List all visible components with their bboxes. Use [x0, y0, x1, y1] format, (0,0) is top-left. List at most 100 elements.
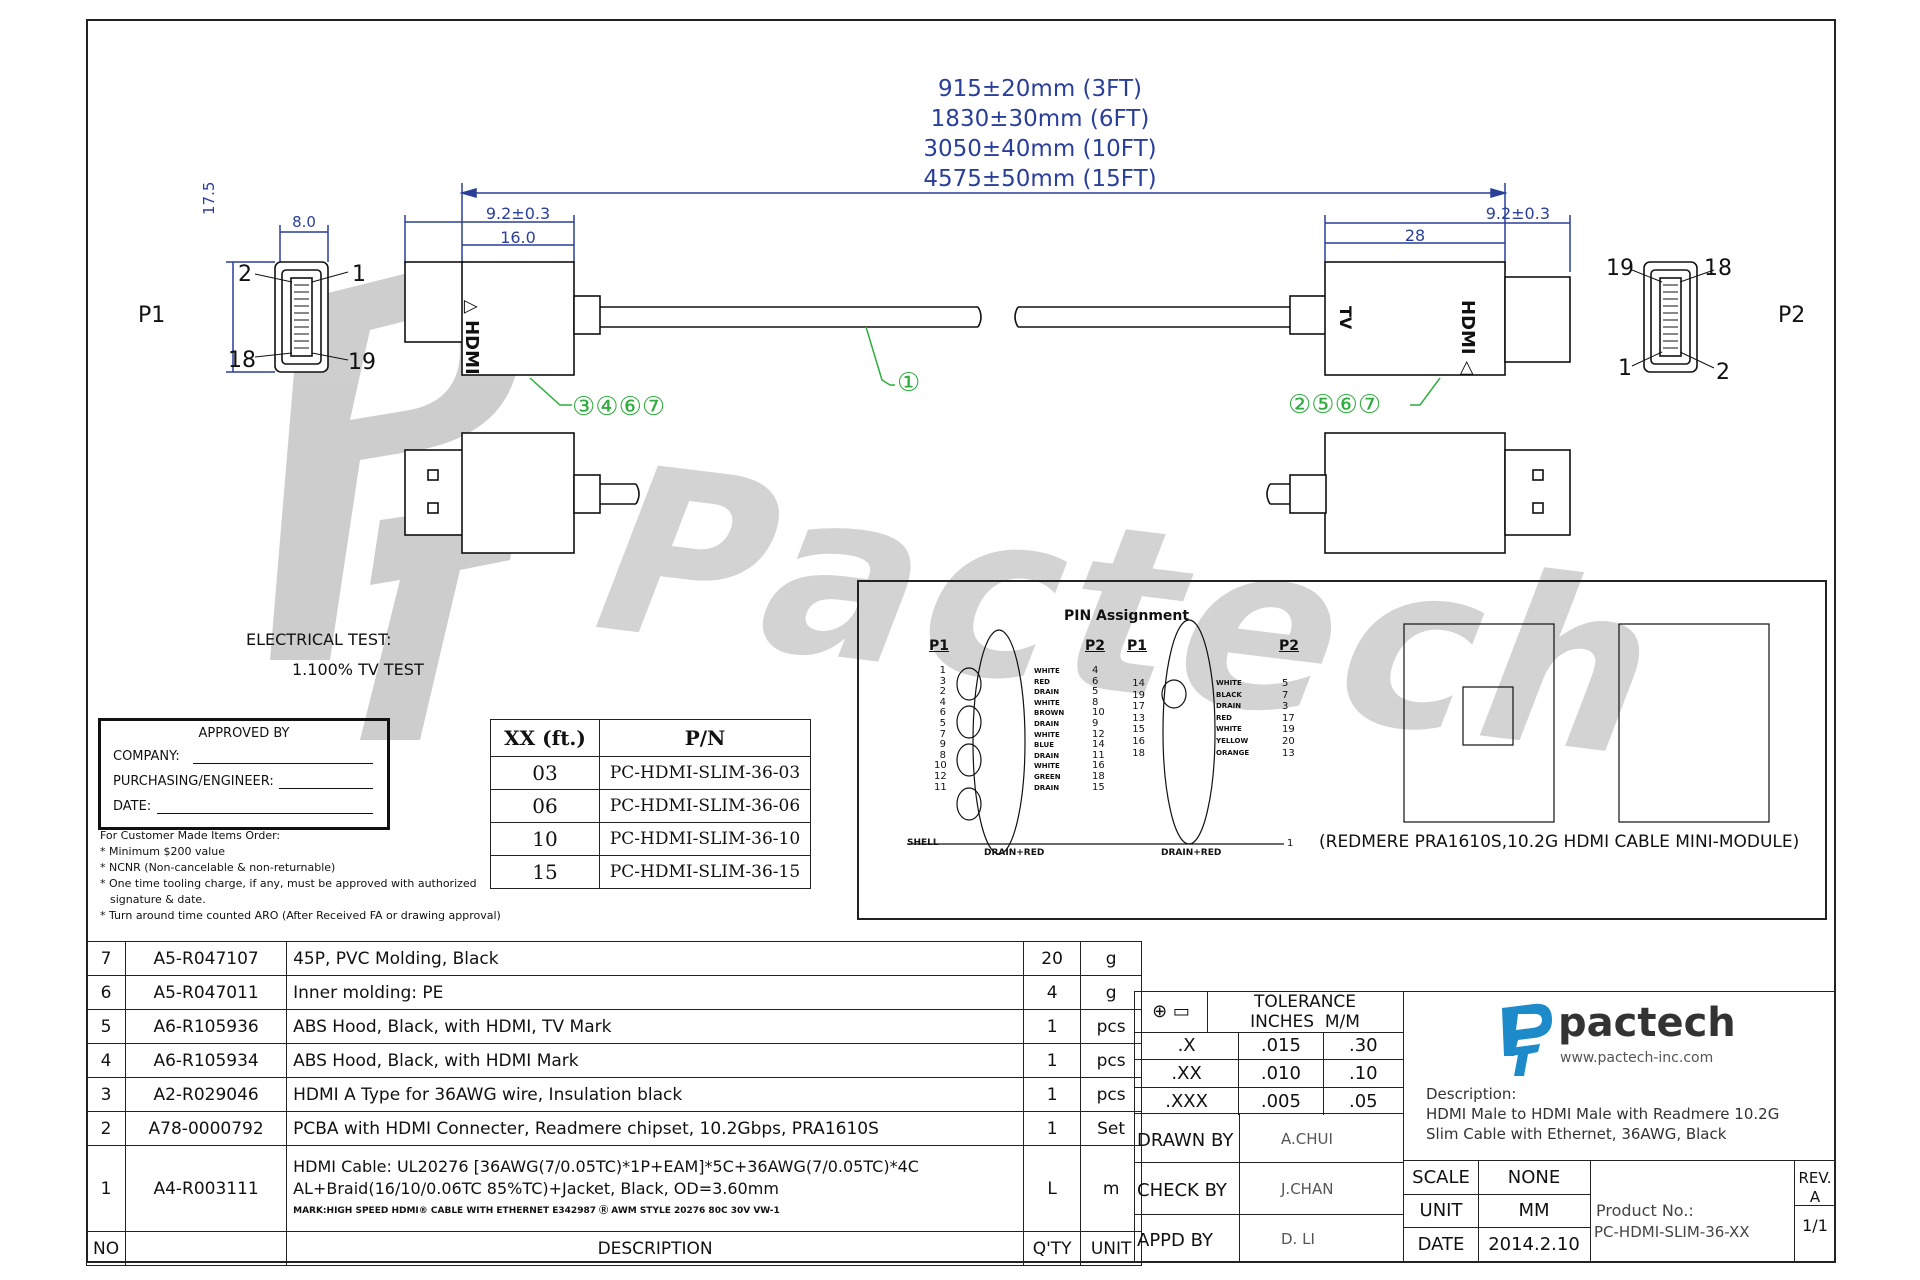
bom-desc: ABS Hood, Black, with HDMI, TV Mark	[286, 1009, 1025, 1044]
signoff-block: DRAWN BY A.CHUI CHECK BY J.CHAN APPD BY …	[1134, 1114, 1404, 1263]
shell-label: SHELL	[907, 838, 939, 848]
tolerance-cell: .005	[1239, 1088, 1324, 1115]
bom-desc: HDMI A Type for 36AWG wire, Insulation b…	[286, 1077, 1025, 1112]
approval-company: COMPANY:	[113, 749, 180, 764]
wire-color: RED	[1034, 677, 1050, 686]
custom-note-1: * Minimum $200 value	[100, 845, 226, 858]
bom-footer-blank	[125, 1231, 288, 1266]
pin-number: 4	[1092, 665, 1099, 676]
bom-desc: HDMI Cable: UL20276 [36AWG(7/0.05TC)*1P+…	[286, 1145, 1025, 1232]
bom-unit: pcs	[1080, 1043, 1143, 1078]
module-caption: (REDMERE PRA1610S,10.2G HDMI CABLE MINI-…	[1319, 832, 1800, 852]
right-header-p2: P2	[1279, 638, 1300, 654]
bom-code: A6-R105934	[125, 1043, 288, 1078]
scale-value: NONE	[1478, 1161, 1591, 1195]
right-plug-hdmi-mark: HDMI ◁	[1457, 300, 1478, 375]
title-block: SCALE NONE UNIT MM DATE 2014.2.10 Produc…	[1404, 1160, 1836, 1263]
wire-color: WHITE	[1034, 762, 1060, 771]
bom-no: 3	[85, 1077, 127, 1112]
custom-note-2: * NCNR (Non-cancelable & non-returnable)	[100, 861, 336, 874]
bom-code: A78-0000792	[125, 1111, 288, 1146]
bom-qty: L	[1023, 1145, 1082, 1232]
wire-color: WHITE	[1034, 667, 1060, 675]
wire-color: YELLOW	[1216, 736, 1249, 745]
pn-xx: 06	[490, 789, 600, 823]
pin-number: 12	[934, 770, 947, 782]
callout-left: ③④⑥⑦	[572, 392, 666, 422]
appd-label: APPD BY	[1137, 1230, 1213, 1251]
tolerance-title: TOLERANCE	[1253, 992, 1357, 1012]
approval-title: APPROVED BY	[198, 726, 290, 741]
callout-right: ②⑤⑥⑦	[1288, 390, 1382, 420]
left-plug-hdmi-text: HDMI	[461, 320, 482, 375]
bom-code: A5-R047011	[125, 975, 288, 1010]
approval-date-line	[157, 813, 373, 814]
p2-pin-2: 2	[1716, 360, 1730, 385]
pn-header-xx: XX (ft.)	[490, 719, 600, 757]
custom-notes-title: For Customer Made Items Order:	[100, 829, 281, 842]
custom-note-4: signature & date.	[110, 893, 206, 906]
tolerance-cell: .30	[1348, 1035, 1378, 1056]
right-plug-hdmi-text: HDMI	[1457, 300, 1478, 355]
electrical-test-item: 1.100% TV TEST	[292, 660, 424, 679]
bom-no: 7	[85, 941, 127, 976]
length-dimensions: 915±20mm (3FT) 1830±30mm (6FT) 3050±40mm…	[800, 74, 1280, 194]
wire-color: BLUE	[1034, 741, 1055, 750]
right-width-dim: 28	[1404, 226, 1426, 245]
pin-number: 6	[1092, 675, 1099, 687]
left-header-p1: P1	[929, 638, 950, 654]
shell-pin: 1	[1287, 838, 1294, 849]
tolerance-cell: .010	[1239, 1060, 1324, 1087]
signoff-appd-row: APPD BY D. LI	[1135, 1214, 1403, 1262]
pn-value: PC-HDMI-SLIM-36-15	[599, 855, 811, 889]
right-offset-dim: 9.2±0.3	[1325, 204, 1570, 223]
callout-cable: ①	[897, 368, 921, 398]
pin-number: 7	[1282, 689, 1289, 701]
pin-number: 12	[1092, 728, 1105, 740]
p1-height-dim: 17.5	[200, 181, 218, 215]
bom-qty: 1	[1023, 1111, 1082, 1146]
tolerance-row: .XXX.005.05	[1135, 1088, 1403, 1115]
pn-xx: 15	[490, 855, 600, 889]
pin-number: 1	[939, 665, 946, 676]
pin-number: 6	[939, 707, 946, 719]
tolerance-cell: .X	[1135, 1032, 1240, 1059]
wire-color: WHITE	[1034, 730, 1060, 739]
custom-note-5: * Turn around time counted ARO (After Re…	[100, 909, 501, 922]
rev-label: REV.	[1798, 1169, 1832, 1187]
wire-color: DRAIN	[1216, 702, 1242, 711]
bom-code: A5-R047107	[125, 941, 288, 976]
company-url: www.pactech-inc.com	[1560, 1050, 1714, 1066]
description-line2: Slim Cable with Ethernet, 36AWG, Black	[1426, 1125, 1727, 1143]
bom-desc-line1: HDMI Cable: UL20276 [36AWG(7/0.05TC)*1P+…	[293, 1156, 919, 1176]
length-15ft: 4575±50mm (15FT)	[923, 166, 1157, 192]
pin-number: 4	[939, 696, 946, 708]
pn-value: PC-HDMI-SLIM-36-03	[599, 756, 811, 790]
pin-number: 5	[939, 717, 946, 729]
approval-purchasing: PURCHASING/ENGINEER:	[113, 774, 274, 789]
pin-number: 17	[1132, 701, 1145, 713]
bom-qty: 4	[1023, 975, 1082, 1010]
bom-desc: ABS Hood, Black, with HDMI Mark	[286, 1043, 1025, 1078]
pin-number: 3	[1282, 701, 1289, 713]
wire-color: BROWN	[1034, 709, 1065, 718]
tolerance-cell: .05	[1348, 1091, 1378, 1112]
scale-label: SCALE	[1404, 1161, 1479, 1195]
bom-code: A4-R003111	[125, 1145, 288, 1232]
p1-label: P1	[138, 303, 166, 328]
wire-color: WHITE	[1216, 679, 1242, 687]
bom-footer-unit: UNIT	[1080, 1231, 1143, 1266]
company-description: Description: HDMI Male to HDMI Male with…	[1426, 1084, 1779, 1144]
bom-desc: 45P, PVC Molding, Black	[286, 941, 1025, 976]
length-6ft: 1830±30mm (6FT)	[930, 106, 1150, 132]
